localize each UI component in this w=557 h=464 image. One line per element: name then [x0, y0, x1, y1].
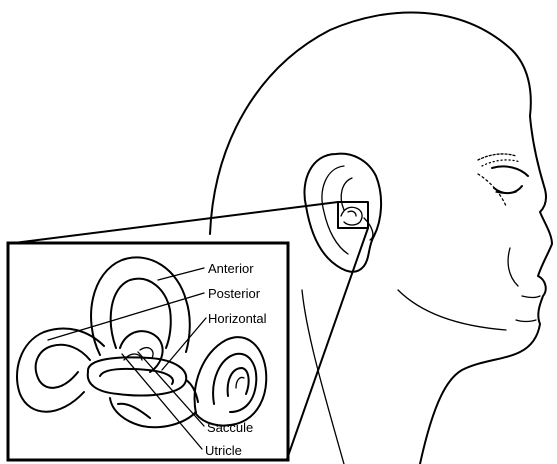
label-posterior: Posterior [208, 286, 261, 301]
hairline [478, 154, 520, 206]
label-horizontal: Horizontal [208, 311, 267, 326]
posterior-canal [17, 328, 104, 411]
label-saccule: Saccule [207, 420, 253, 435]
jaw-line [398, 290, 506, 330]
cochlea [195, 337, 267, 425]
inner-ear-structure [17, 257, 266, 427]
mouth [516, 296, 540, 322]
closed-eye [494, 186, 522, 194]
head-outline [210, 12, 552, 464]
anterior-canal [91, 257, 190, 355]
nasolabial-fold [508, 248, 518, 286]
eyebrow [492, 166, 528, 176]
zoom-connector-lines [14, 202, 368, 459]
label-utricle: Utricle [205, 443, 242, 458]
label-anterior: Anterior [208, 261, 254, 276]
vestibule [120, 331, 163, 372]
